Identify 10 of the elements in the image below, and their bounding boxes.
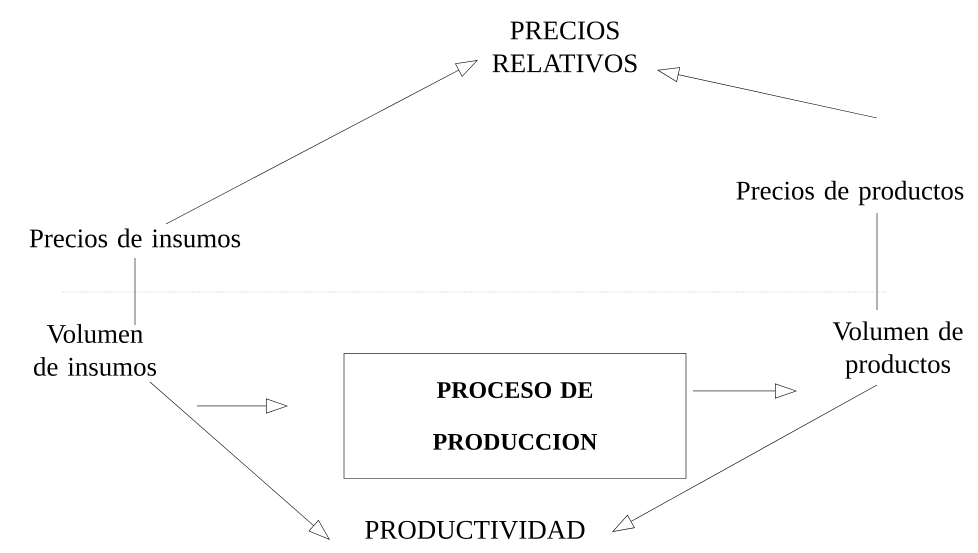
arrow xyxy=(150,382,330,540)
variable-label: Precios de insumos xyxy=(30,228,240,248)
variable-label: Volumen de insumos xyxy=(34,324,156,376)
connector-line xyxy=(134,258,136,326)
variable-label: Volumen de productos xyxy=(832,321,963,379)
process-box: PROCESO DE PRODUCCION xyxy=(344,353,686,479)
connector-line xyxy=(876,212,878,310)
variable-label: Precios de productos xyxy=(736,180,964,206)
concept-label: PRODUCTIVIDAD xyxy=(365,520,584,540)
concept-label: PRECIOS RELATIVOS xyxy=(492,21,637,73)
